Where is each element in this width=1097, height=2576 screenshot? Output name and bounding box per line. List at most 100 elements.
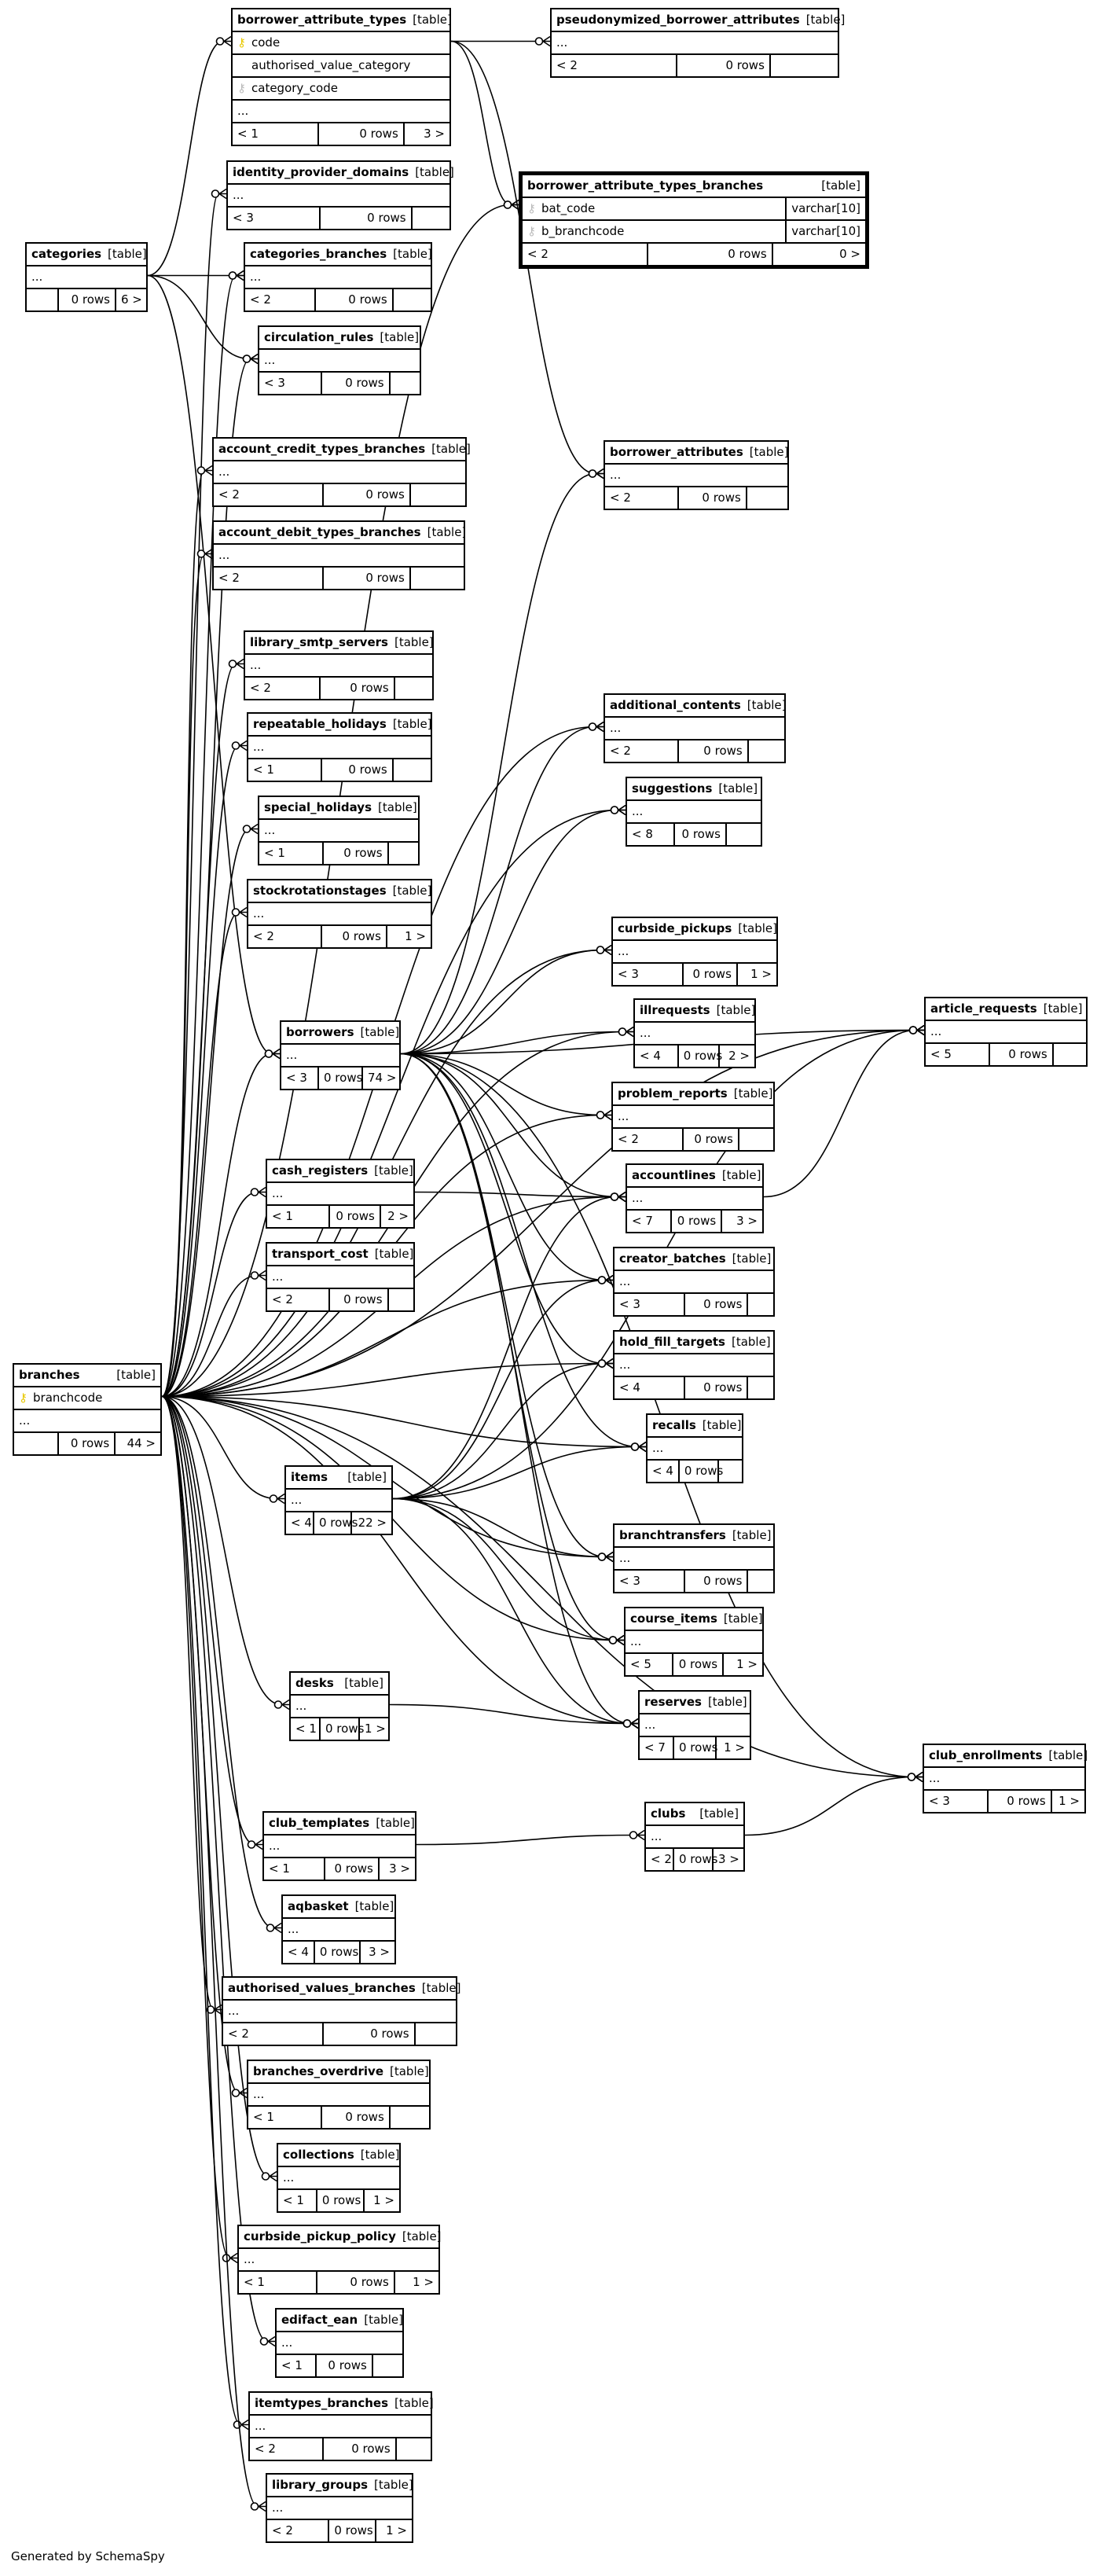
children-count[interactable] bbox=[747, 1377, 773, 1398]
parents-count[interactable]: < 2 bbox=[651, 1852, 672, 1866]
parents-count[interactable]: < 2 bbox=[250, 681, 271, 695]
parents-count[interactable]: < 5 bbox=[630, 1657, 651, 1671]
table-name[interactable]: curbside_pickup_policy bbox=[244, 2229, 396, 2243]
table-name[interactable]: desks bbox=[295, 1676, 334, 1690]
table-name[interactable]: suggestions bbox=[632, 781, 713, 796]
parents-count[interactable]: < 2 bbox=[272, 2523, 293, 2537]
children-count[interactable] bbox=[717, 1461, 742, 1482]
children-count[interactable]: 74 > bbox=[361, 1068, 399, 1089]
parents-count[interactable]: < 2 bbox=[610, 744, 631, 758]
table-name[interactable]: borrower_attributes bbox=[610, 445, 743, 459]
children-count[interactable] bbox=[1051, 1044, 1086, 1065]
parents-count[interactable]: < 2 bbox=[556, 58, 578, 72]
parents-count[interactable]: < 7 bbox=[644, 1740, 666, 1755]
parents-count[interactable]: < 4 bbox=[652, 1464, 673, 1478]
parents-count[interactable]: < 1 bbox=[253, 2110, 274, 2124]
table-name[interactable]: collections bbox=[283, 2148, 354, 2162]
parents-count[interactable]: < 1 bbox=[295, 1722, 317, 1736]
parents-count[interactable]: < 3 bbox=[619, 1297, 640, 1311]
children-count[interactable] bbox=[747, 1294, 773, 1315]
parents-count[interactable]: < 2 bbox=[218, 487, 240, 502]
children-count[interactable] bbox=[737, 1129, 773, 1150]
table-name[interactable]: circulation_rules bbox=[264, 330, 374, 344]
children-count[interactable] bbox=[387, 843, 418, 864]
table-pseudonymized-borrower-attributes[interactable]: pseudonymized_borrower_attributes[table]… bbox=[550, 8, 845, 78]
parents-count[interactable]: < 5 bbox=[930, 1047, 952, 1061]
parents-count[interactable]: < 3 bbox=[618, 967, 639, 981]
table-name[interactable]: categories_branches bbox=[250, 247, 387, 261]
children-count[interactable] bbox=[388, 373, 420, 394]
children-count[interactable]: 2 > bbox=[379, 1206, 413, 1227]
table-account-debit-types-branches[interactable]: account_debit_types_branches[table]...< … bbox=[212, 520, 466, 590]
table-name[interactable]: categories bbox=[31, 247, 102, 261]
parents-count[interactable]: < 2 bbox=[228, 2027, 249, 2041]
parents-count[interactable] bbox=[14, 1433, 57, 1454]
parents-count[interactable]: < 1 bbox=[264, 846, 285, 860]
parents-count[interactable]: < 1 bbox=[283, 2193, 304, 2207]
children-count[interactable]: 3 > bbox=[377, 1858, 415, 1880]
table-name[interactable]: reserves bbox=[644, 1695, 702, 1709]
children-count[interactable]: 3 > bbox=[358, 1942, 394, 1963]
children-count[interactable]: 1 > bbox=[1050, 1791, 1084, 1812]
parents-count[interactable]: < 1 bbox=[281, 2358, 303, 2372]
table-name[interactable]: accountlines bbox=[632, 1168, 716, 1182]
children-count[interactable]: 6 > bbox=[115, 289, 146, 311]
parents-count[interactable]: < 2 bbox=[218, 571, 240, 585]
children-count[interactable]: 1 > bbox=[362, 2190, 399, 2211]
children-count[interactable] bbox=[413, 2023, 456, 2045]
parents-count[interactable]: < 2 bbox=[610, 491, 631, 505]
children-count[interactable]: 2 > bbox=[717, 1045, 754, 1067]
children-count[interactable]: 0 > bbox=[771, 244, 865, 265]
parents-count[interactable]: < 2 bbox=[272, 1292, 293, 1306]
parents-count[interactable]: < 2 bbox=[527, 247, 548, 261]
table-name[interactable]: branchtransfers bbox=[619, 1528, 726, 1542]
parents-count[interactable]: < 4 bbox=[291, 1516, 312, 1530]
children-count[interactable] bbox=[391, 289, 431, 311]
children-count[interactable]: 3 > bbox=[402, 123, 449, 145]
children-count[interactable]: 3 > bbox=[721, 1211, 762, 1232]
children-count[interactable] bbox=[371, 2355, 402, 2376]
table-name[interactable]: library_smtp_servers bbox=[250, 635, 388, 649]
parents-count[interactable]: < 1 bbox=[272, 1209, 293, 1223]
column-row[interactable]: ⚷category_code bbox=[233, 76, 449, 99]
children-count[interactable] bbox=[394, 2438, 431, 2460]
children-count[interactable] bbox=[409, 568, 464, 589]
table-name[interactable]: clubs bbox=[651, 1806, 686, 1821]
table-name[interactable]: itemtypes_branches bbox=[255, 2396, 389, 2410]
table-name[interactable]: account_debit_types_branches bbox=[218, 525, 421, 539]
table-name[interactable]: recalls bbox=[652, 1418, 696, 1432]
parents-count[interactable]: < 2 bbox=[253, 929, 274, 943]
table-name[interactable]: borrower_attribute_types_branches bbox=[527, 178, 764, 193]
table-name[interactable]: special_holidays bbox=[264, 800, 372, 814]
table-borrower-attribute-types-branches[interactable]: borrower_attribute_types_branches[table]… bbox=[519, 171, 869, 269]
table-name[interactable]: items bbox=[291, 1470, 328, 1484]
table-name[interactable]: cash_registers bbox=[272, 1163, 369, 1178]
parents-count[interactable]: < 1 bbox=[244, 2275, 265, 2289]
table-name[interactable]: creator_batches bbox=[619, 1251, 726, 1266]
children-count[interactable] bbox=[410, 208, 449, 229]
children-count[interactable]: 1 > bbox=[393, 2272, 438, 2293]
children-count[interactable]: 1 > bbox=[385, 926, 431, 947]
